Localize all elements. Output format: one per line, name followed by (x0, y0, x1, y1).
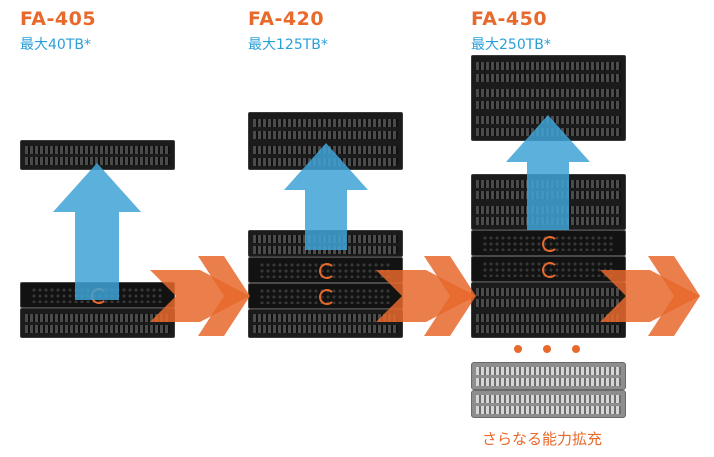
expansion-shelf-a (471, 362, 626, 390)
expansion-shelf-b (471, 390, 626, 418)
controller-fa420-b (248, 283, 403, 309)
pure-logo-icon (541, 236, 558, 252)
capacity-fa405: 最大40TB* (20, 37, 91, 53)
shelf-fa405-bottom (20, 308, 175, 338)
model-title-fa450: FA-450 (471, 8, 548, 30)
expansion-note: さらなる能力拡充 (482, 430, 603, 448)
up-arrow-icon (53, 163, 141, 300)
capacity-fa450: 最大250TB* (471, 37, 551, 53)
pure-logo-icon (318, 289, 335, 305)
capacity-fa420: 最大125TB* (248, 37, 328, 53)
right-arrow-icon (198, 256, 250, 336)
shelf-fa450-lower (471, 282, 626, 338)
ellipsis-dot-3 (572, 345, 580, 353)
right-arrow-icon (648, 256, 700, 336)
pure-logo-icon (318, 263, 335, 279)
controller-fa450-b (471, 256, 626, 282)
shelf-fa450-top (471, 55, 626, 141)
up-arrow-icon (506, 115, 590, 230)
shelf-fa420-bottom (248, 309, 403, 338)
model-title-fa420: FA-420 (248, 8, 325, 30)
ellipsis-dot-2 (543, 345, 551, 353)
controller-fa450-a (471, 230, 626, 256)
up-arrow-icon (284, 143, 368, 250)
model-title-fa405: FA-405 (20, 8, 97, 30)
right-arrow-icon (424, 256, 476, 336)
pure-logo-icon (541, 262, 558, 278)
ellipsis-dot-1 (514, 345, 522, 353)
